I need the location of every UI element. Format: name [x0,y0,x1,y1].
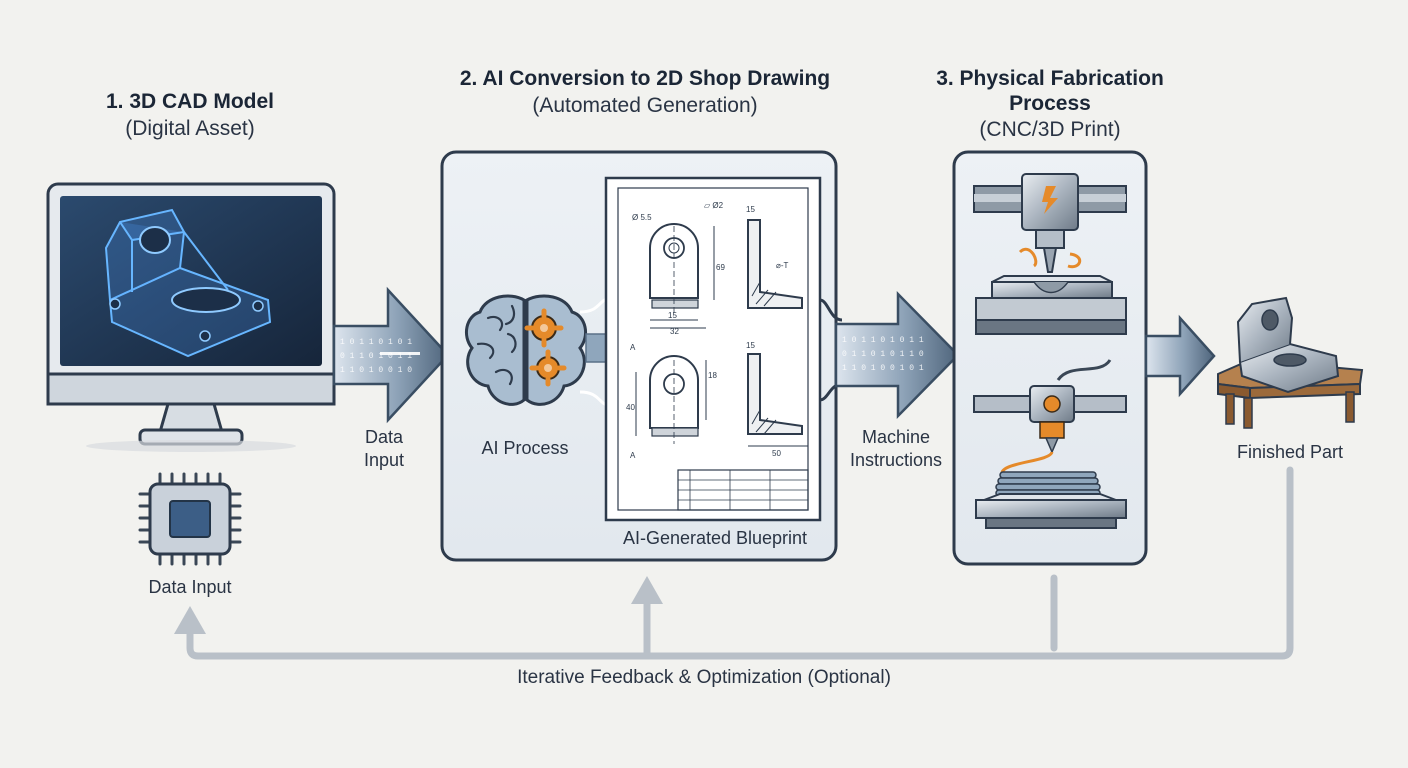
arrow-machine-instructions: 1 0 1 1 0 1 0 1 1 0 1 1 0 1 0 1 1 0 1 1 … [834,290,960,420]
data-input-arrow-label-2: Input [363,450,405,470]
3d-printer-illustration [973,359,1127,529]
feedback-loop [186,466,1294,660]
stage1-title: 1. 3D CAD Model [105,90,275,113]
arrow-data-input: 1 0 1 1 0 1 0 1 0 1 1 0 1 0 1 1 1 1 0 1 … [332,286,450,424]
cnc-machine-illustration [973,173,1127,335]
stage3-title-line1: 3. Physical Fabrication [936,67,1164,90]
data-input-arrow-label-1: Data [364,427,404,447]
blueprint-label: AI-Generated Blueprint [622,528,808,548]
dim-40: 40 [626,403,635,412]
finished-part-label: Finished Part [1236,442,1344,462]
dim-32: 32 [670,327,679,336]
dim-dia: Ø 5.5 [632,213,652,222]
dim-15b: 15 [668,311,677,320]
svg-text:1 1 0 1 0 0 1 0 1: 1 1 0 1 0 0 1 0 1 [842,364,924,373]
feedback-arrowhead-center [631,576,663,604]
svg-text:1 0 1 1 0 1 0 1 1: 1 0 1 1 0 1 0 1 1 [842,336,924,345]
stage1-subtitle: (Digital Asset) [125,117,255,140]
stage3-title-line2: Process [1009,92,1091,115]
blueprint-sheet: Ø 5.5 ⏥ Ø2 15 15 32 69 ⌀-T A A 15 50 18 … [604,176,822,522]
feedback-label: Iterative Feedback & Optimization (Optio… [517,667,891,688]
dim-69: 69 [716,263,725,272]
finished-part-illustration [1217,296,1364,429]
machine-instructions-label-2: Instructions [849,450,943,470]
machine-instructions-label-1: Machine [861,427,931,447]
svg-text:1 0 1 1 0 1 0 1: 1 0 1 1 0 1 0 1 [340,338,412,347]
svg-text:0 1 1 0 1 0 1 1: 0 1 1 0 1 0 1 1 [340,352,412,361]
stage2-title: 2. AI Conversion to 2D Shop Drawing [459,67,831,90]
section-a-top: A [630,343,636,352]
dim-flat: ⏥ Ø2 [704,201,724,210]
arrow-to-finished-part [1144,314,1216,398]
monitor-illustration [46,182,336,452]
dim-15c: 15 [746,341,755,350]
svg-text:1 1 0 1 0 0 1 0: 1 1 0 1 0 0 1 0 [340,366,412,375]
feedback-arrowhead-left [174,606,206,634]
section-a-bottom: A [630,451,636,460]
stage2-subtitle: (Automated Generation) [532,94,758,117]
stage3-subtitle: (CNC/3D Print) [979,118,1121,141]
dim-18: 18 [708,371,717,380]
svg-text:0 1 1 0 1 0 1 1 0: 0 1 1 0 1 0 1 1 0 [842,350,924,359]
chip-label: Data Input [148,577,232,597]
dim-gt: ⌀-T [776,261,788,270]
dim-15a: 15 [746,205,755,214]
ai-process-label: AI Process [481,438,569,458]
chip-icon [138,472,242,566]
dim-50: 50 [772,449,781,458]
